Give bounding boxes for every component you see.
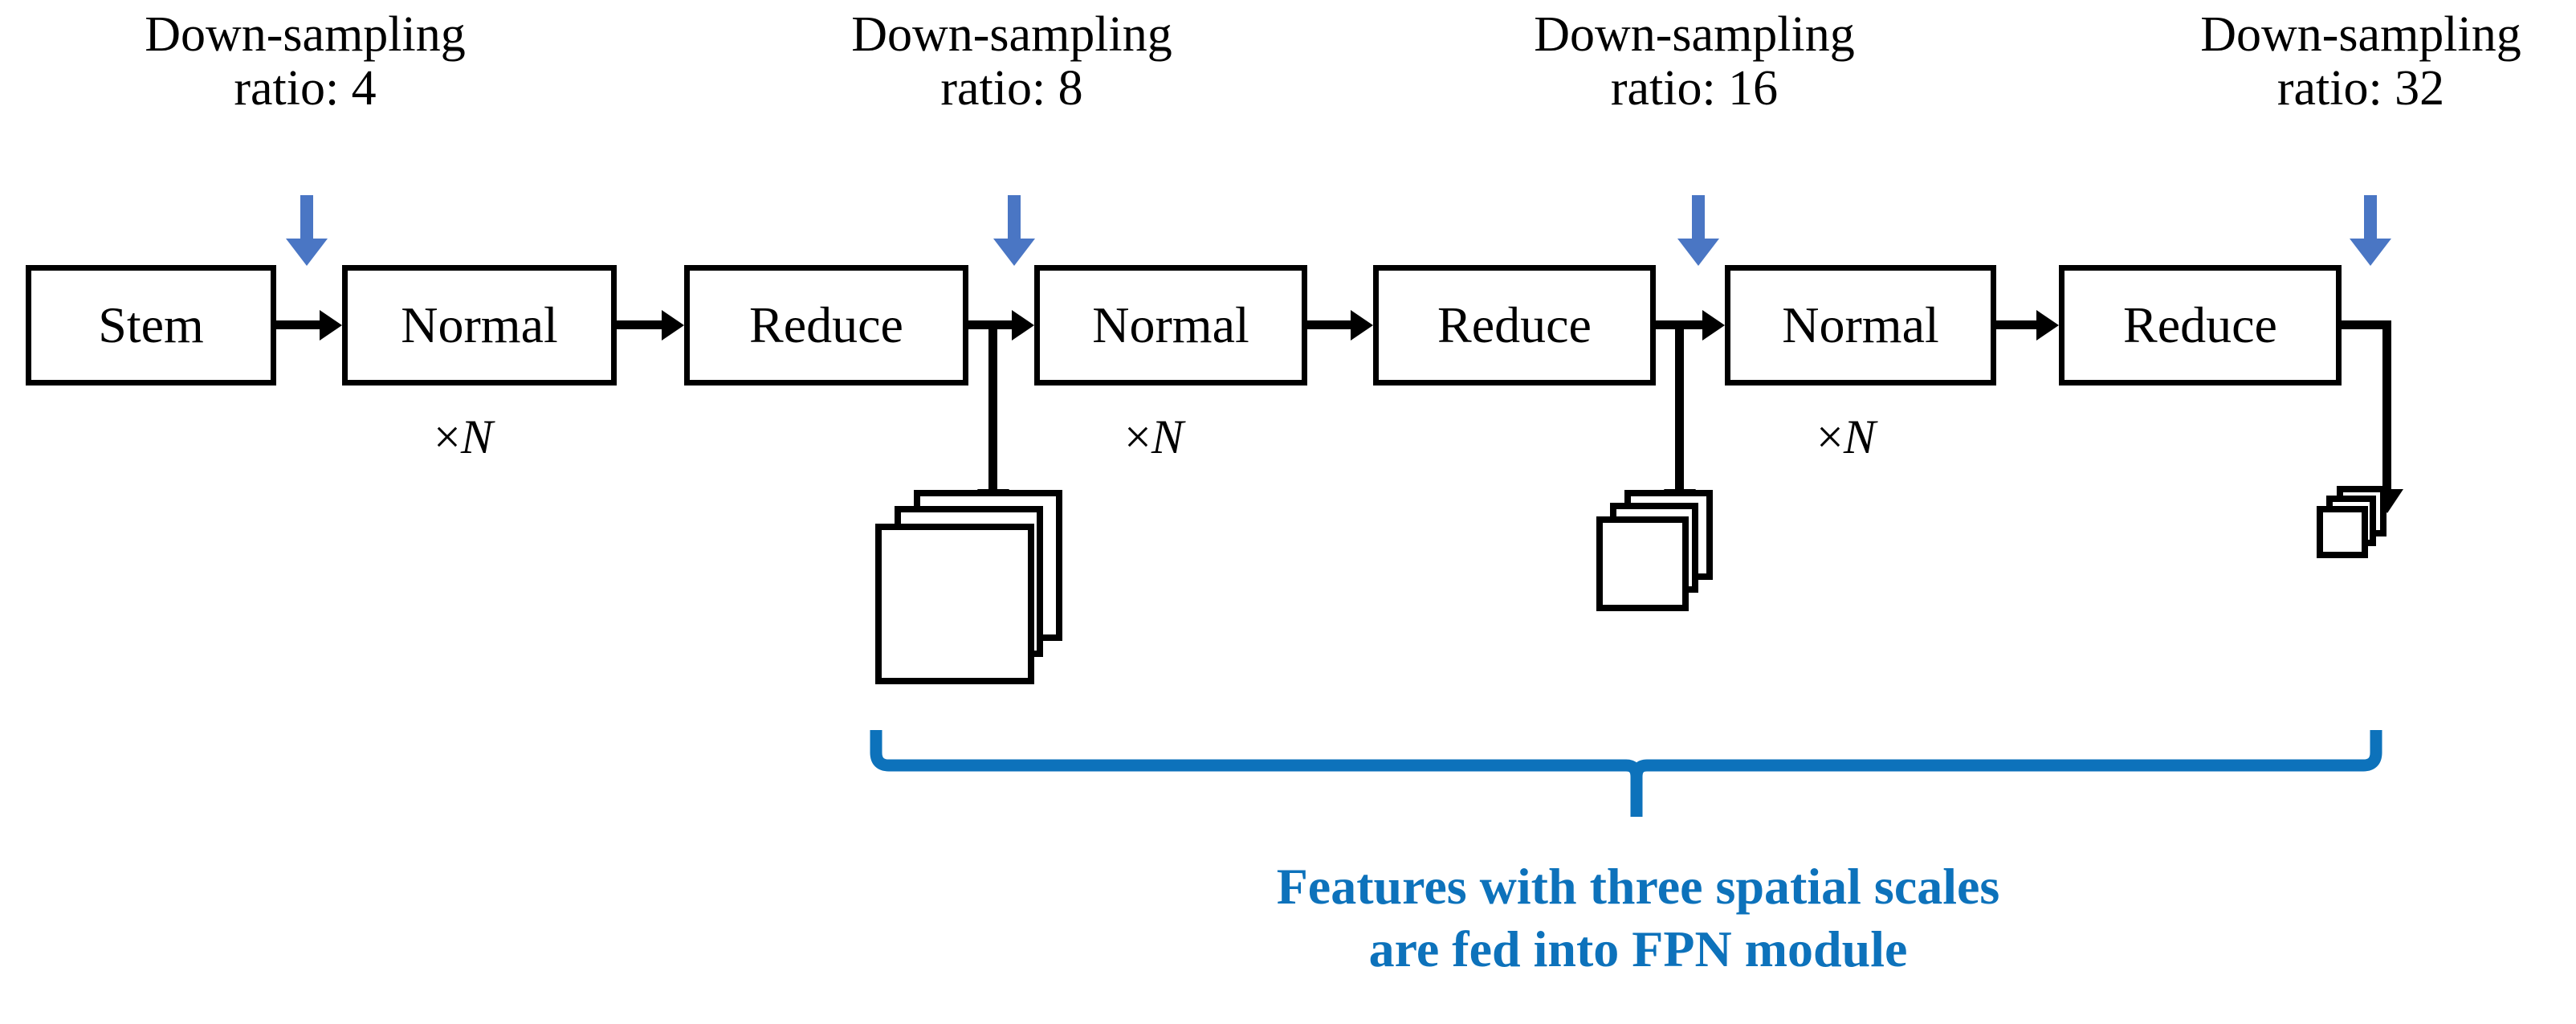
stage-box-reduce-1[interactable]: Reduce (684, 265, 968, 386)
repeat-label-normal-3-n: N (1843, 410, 1876, 463)
downsampling-caption-8-line2: ratio: 8 (940, 60, 1083, 116)
feature-map-stack-ratio-8 (875, 490, 1062, 687)
stage-box-reduce-2[interactable]: Reduce (1373, 265, 1656, 386)
repeat-label-normal-2-times: × (1124, 410, 1151, 463)
repeat-label-normal-2: ×N (1124, 410, 1184, 465)
downsampling-caption-16: Down-sampling ratio: 16 (1437, 8, 1951, 116)
downsampling-caption-16-line1: Down-sampling (1534, 7, 1855, 62)
stage-box-normal-1[interactable]: Normal (342, 265, 617, 386)
feature-map-stack-ratio-32 (2317, 486, 2397, 574)
downsampling-caption-32: Down-sampling ratio: 32 (2104, 8, 2576, 116)
downsampling-caption-32-line1: Down-sampling (2200, 7, 2521, 62)
downsampling-caption-8-line1: Down-sampling (851, 7, 1172, 62)
fpn-caption-line2: are fed into FPN module (1368, 920, 1908, 978)
stage-box-stem[interactable]: Stem (26, 265, 276, 386)
repeat-label-normal-1-times: × (434, 410, 461, 463)
branch-drop-ratio-8 (988, 320, 997, 491)
stage-box-normal-1-label: Normal (401, 296, 558, 353)
stage-box-reduce-3-label: Reduce (2123, 296, 2277, 353)
repeat-label-normal-3-times: × (1816, 410, 1844, 463)
downsampling-caption-8: Down-sampling ratio: 8 (755, 8, 1269, 116)
feature-map-sheet-front (1596, 516, 1689, 611)
connector-stem-to-normal1 (276, 320, 321, 329)
repeat-label-normal-2-n: N (1151, 410, 1184, 463)
connector-normal2-to-reduce2 (1307, 320, 1352, 329)
stage-box-reduce-3[interactable]: Reduce (2059, 265, 2342, 386)
stage-box-normal-3-label: Normal (1782, 296, 1939, 353)
connector-normal3-to-reduce3 (1996, 320, 2038, 329)
stage-box-normal-2-label: Normal (1092, 296, 1249, 353)
downsampling-caption-4-line2: ratio: 4 (234, 60, 377, 116)
stage-box-normal-3[interactable]: Normal (1725, 265, 1996, 386)
connector-normal1-to-reduce1 (617, 320, 663, 329)
fpn-caption: Features with three spatial scales are f… (803, 855, 2473, 981)
feature-map-stack-ratio-16 (1596, 490, 1717, 618)
stage-box-stem-label: Stem (98, 296, 204, 353)
feature-map-sheet-front (2317, 506, 2368, 558)
fpn-caption-line1: Features with three spatial scales (1276, 858, 2000, 915)
repeat-label-normal-1-n: N (460, 410, 493, 463)
downsampling-caption-4: Down-sampling ratio: 4 (48, 8, 562, 116)
downsampling-caption-16-line2: ratio: 16 (1610, 60, 1779, 116)
downsampling-caption-4-line1: Down-sampling (145, 7, 466, 62)
blue-down-arrow-ratio-32 (2346, 195, 2395, 267)
stage-box-reduce-1-label: Reduce (749, 296, 903, 353)
downsampling-caption-32-line2: ratio: 32 (2276, 60, 2445, 116)
stage-box-normal-2[interactable]: Normal (1034, 265, 1307, 386)
branch-drop-ratio-16 (1675, 320, 1684, 491)
fpn-brace (867, 727, 2385, 819)
blue-down-arrow-ratio-4 (283, 195, 331, 267)
repeat-label-normal-3: ×N (1816, 410, 1876, 465)
blue-down-arrow-ratio-8 (990, 195, 1038, 267)
branch-drop-ratio-32 (2382, 320, 2391, 491)
stage-box-reduce-2-label: Reduce (1437, 296, 1592, 353)
feature-map-sheet-front (875, 524, 1034, 684)
blue-down-arrow-ratio-16 (1674, 195, 1722, 267)
connector-reduce3-tail (2342, 320, 2391, 329)
repeat-label-normal-1: ×N (434, 410, 493, 465)
